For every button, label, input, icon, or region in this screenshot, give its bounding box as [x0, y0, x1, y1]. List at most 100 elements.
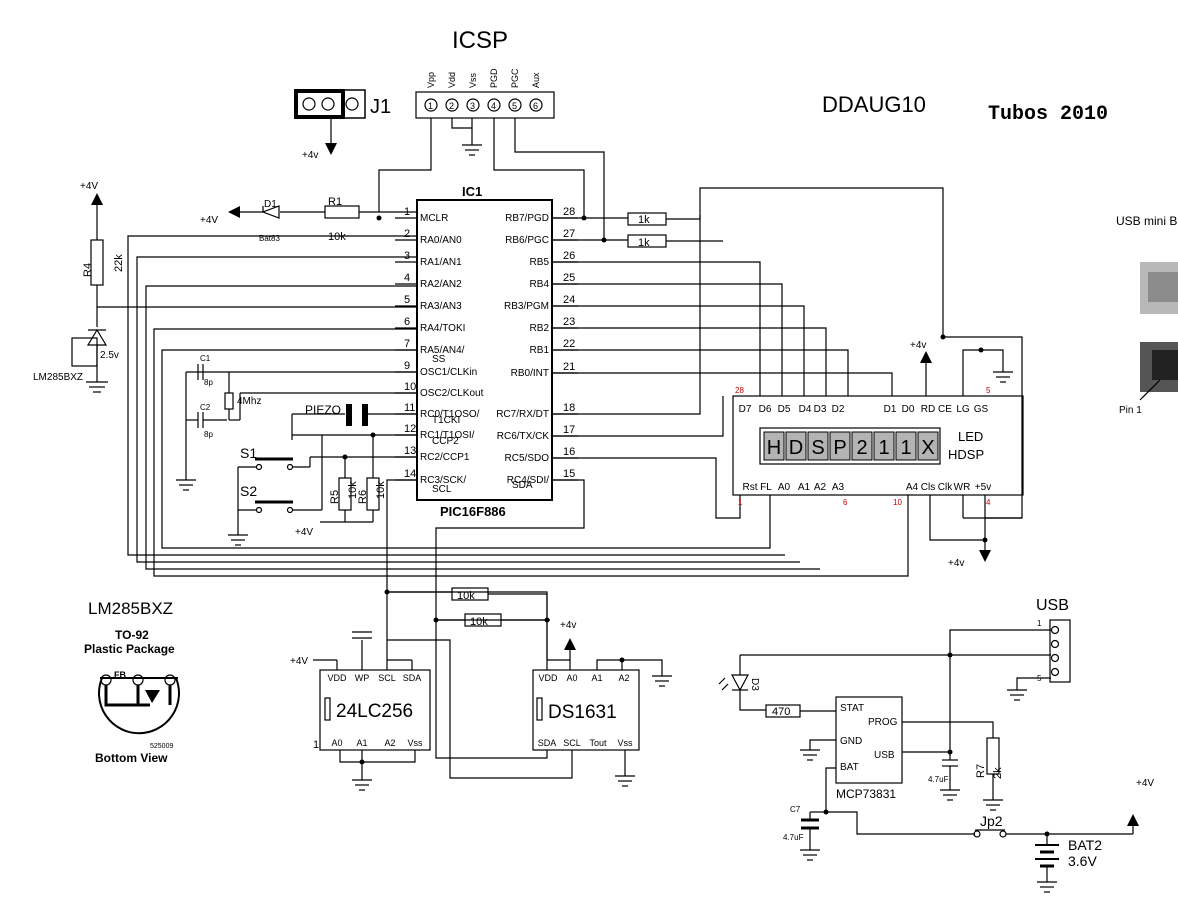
lm-fb-label: FB [114, 670, 126, 680]
bat2-label: BAT2 [1068, 837, 1102, 853]
pic-pin-label: RC1/T1OSI/ [420, 430, 475, 441]
hdsp-bottom-pin-label: +5v [975, 482, 991, 493]
pic-pin-number: 16 [563, 446, 575, 458]
hdsp-bottom-pin-label: A3 [832, 482, 845, 493]
d3-label: D3 [749, 678, 760, 691]
icsp-wiring [378, 118, 1023, 519]
pic-pin-number: 23 [563, 316, 575, 328]
hdsp-top-pin-label: D7 [739, 404, 752, 415]
pic-pin-number: 9 [404, 360, 410, 372]
icsp-pin-number: 1 [428, 101, 433, 111]
pic-sda-label: SDA [512, 480, 533, 491]
hdsp-bottom-pin-label: A4 [906, 482, 919, 493]
pic-scl-label: SCL [432, 484, 452, 495]
supply-input [228, 205, 417, 221]
pic-pin-label: RC4/SDI/ [507, 475, 549, 486]
c2-label: C2 [200, 403, 211, 412]
eeprom-part: 24LC256 [336, 701, 413, 722]
pic-pin-label: RB5 [530, 257, 550, 268]
hdsp-bottom-pin-label: A2 [814, 482, 827, 493]
charger-wiring [800, 700, 1139, 893]
project-code: DDAUG10 [822, 92, 926, 117]
eeprom-top-pin: SCL [378, 673, 396, 683]
hdsp-char: P [833, 437, 846, 459]
charger-part: MCP73831 [836, 787, 896, 801]
hdsp-pin1: 1 [738, 498, 743, 507]
hdsp-top-pin-label: CE [938, 404, 952, 415]
hdsp-bottom-pin-label: WR [954, 482, 971, 493]
eeprom-chip [319, 669, 431, 751]
eeprom-bottom-pin: Vss [407, 738, 423, 748]
pic-pin-number: 6 [404, 316, 410, 328]
rtc-top-pin: A0 [566, 673, 577, 683]
pic-pin-number: 28 [563, 206, 575, 218]
hdsp-char-cell [763, 431, 785, 461]
j1-label: J1 [370, 96, 391, 118]
icsp-pin-label: Vss [468, 72, 478, 88]
lm-code: 525009 [150, 743, 173, 750]
rtc-bottom-pin: Tout [589, 738, 607, 748]
pic-pin-label: OSC1/CLKin [420, 367, 477, 378]
lm-part-label: LM285BXZ [33, 372, 83, 383]
pic-pin-number: 14 [404, 468, 416, 480]
pic-pin-number: 10 [404, 381, 416, 393]
hdsp-top-pin-label: GS [974, 404, 989, 415]
lm-pkg-line2: Plastic Package [84, 642, 175, 656]
rtc-chip [532, 669, 640, 751]
pic-part: PIC16F886 [440, 504, 506, 519]
pic-pin-label: RC3/SCK/ [420, 475, 466, 486]
hdsp-char-cell [807, 431, 829, 461]
eeprom-notch [324, 697, 331, 721]
hdsp-screen [759, 427, 941, 465]
eeprom-bottom-pin: A0 [331, 738, 342, 748]
hdsp-char-cell [917, 431, 939, 461]
icsp-pin-circle [487, 98, 501, 112]
charger-gnd: GND [840, 736, 862, 747]
icsp-pin-circle [466, 98, 480, 112]
icsp-pin-number: 4 [491, 101, 496, 111]
charger-prog: PROG [868, 717, 898, 728]
usb-title: USB [1036, 597, 1069, 614]
icsp-pin-circle [445, 98, 459, 112]
r5-value: 10k [347, 481, 359, 499]
pic-pin-number: 18 [563, 402, 575, 414]
pic-pin-label: RC0/T1OSO/ [420, 409, 480, 420]
pic-pin-number: 13 [404, 445, 416, 457]
pic-name: IC1 [462, 184, 482, 199]
piezo-buzzer [291, 404, 417, 440]
author-label: Tubos 2010 [988, 103, 1108, 126]
pic-pin-label: RB3/PGM [504, 301, 549, 312]
eeprom-supply: +4V [290, 656, 308, 667]
r7-label: R7 [975, 764, 987, 778]
r4-label: R4 [82, 263, 94, 277]
hdsp-title-led: LED [958, 429, 983, 444]
usb-mini-photo [1139, 262, 1178, 401]
rpgd-value: 1k [638, 214, 650, 226]
hdsp-bottom-pin-label: A0 [778, 482, 791, 493]
pic-pin-number: 24 [563, 294, 575, 306]
icsp-pin-number: 3 [470, 101, 475, 111]
pic-pin-label: RB1 [530, 345, 550, 356]
pic-pin-label: OSC2/CLKout [420, 388, 484, 399]
piezo-label: PIEZO [305, 403, 341, 417]
icsp-title: ICSP [452, 27, 508, 54]
hdsp-char-cell [895, 431, 917, 461]
pic-ccp2-label: CCP2 [432, 436, 459, 447]
pic-pin-label: RA3/AN3 [420, 301, 462, 312]
crystal-label: 4Mhz [237, 396, 261, 407]
pic-pin-number: 17 [563, 424, 575, 436]
icsp-pin-number: 6 [533, 101, 538, 111]
rtc-part: DS1631 [548, 702, 617, 723]
hdsp-top-pin-label: D6 [759, 404, 772, 415]
pic-left-pins: 1MCLR2RA0/AN03RA1/AN14RA2/AN25RA3/AN36RA… [395, 206, 484, 486]
pic-pin-number: 12 [404, 423, 416, 435]
charger-stat: STAT [840, 703, 864, 714]
lm-voltage: 2.5v [100, 350, 119, 361]
rtc-top-pin: A1 [591, 673, 602, 683]
pic-pin-label: RA4/TOKI [420, 323, 465, 334]
